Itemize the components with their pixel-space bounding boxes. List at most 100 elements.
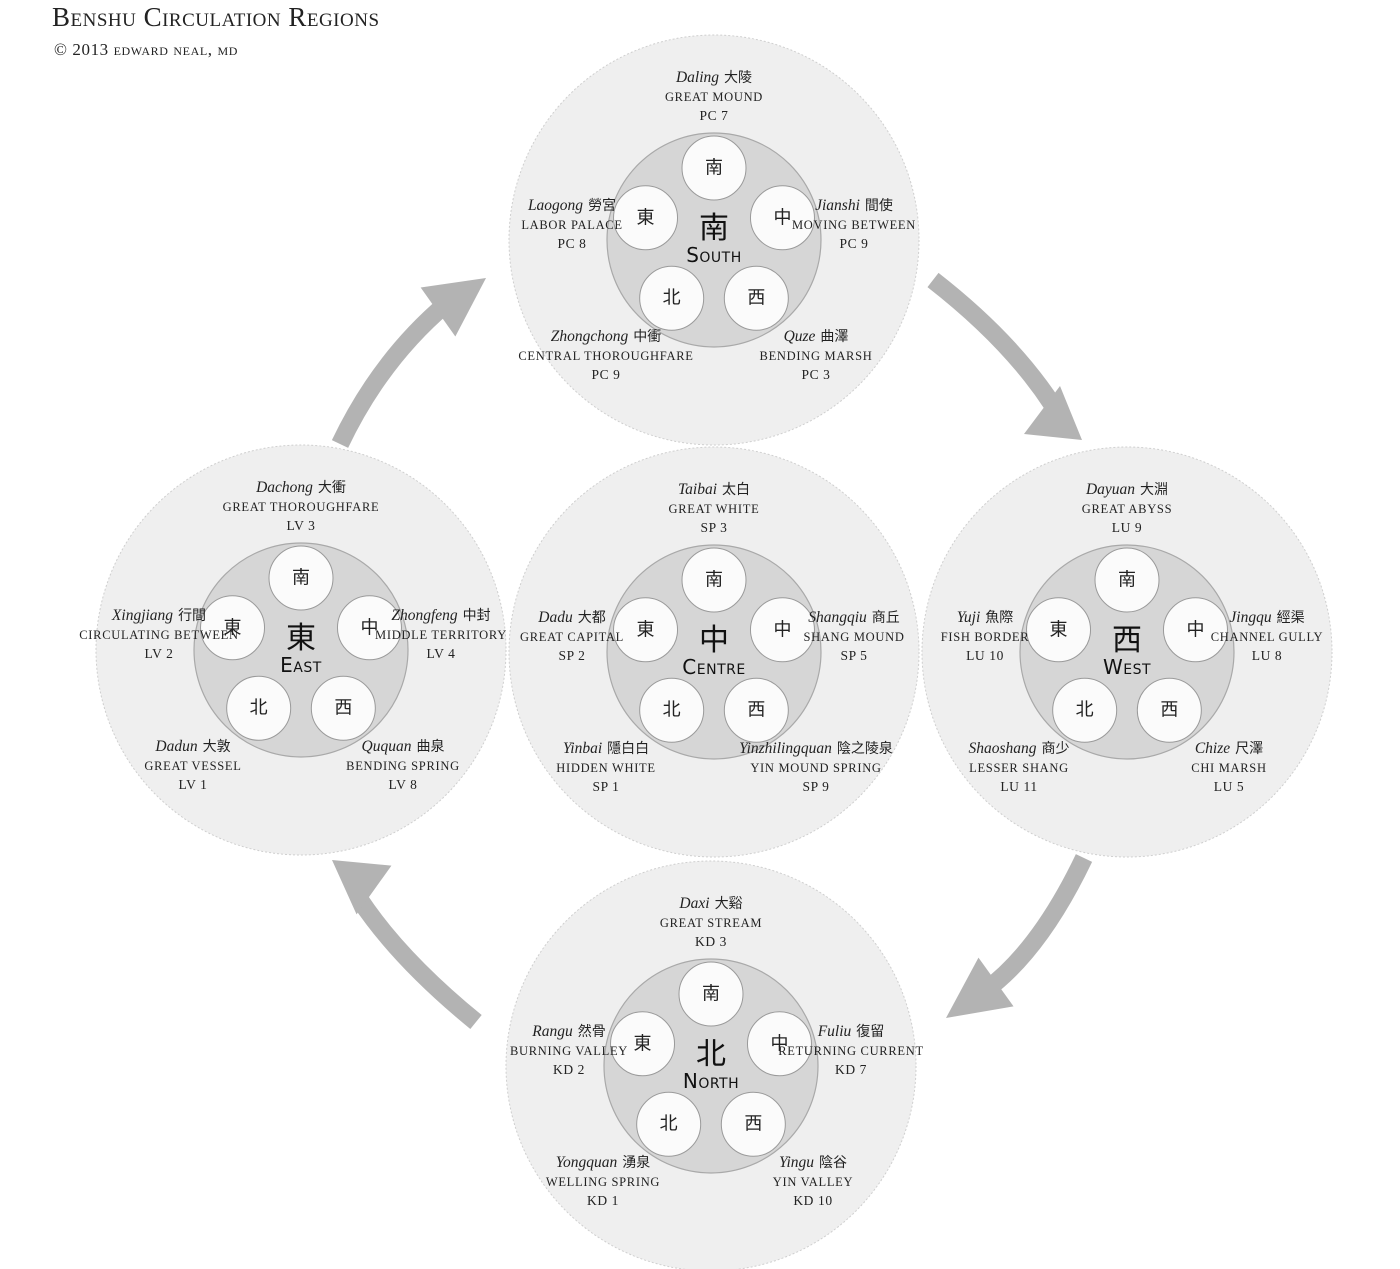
point-code: SP 1 bbox=[592, 779, 619, 794]
region-east-bead-2 bbox=[310, 675, 376, 741]
region-west-bead-char-4: 東 bbox=[1050, 619, 1068, 640]
point-code: LV 3 bbox=[286, 518, 315, 533]
point-meaning: GREAT CAPITAL bbox=[520, 630, 624, 644]
region-centre-bead-3 bbox=[639, 677, 705, 743]
point-code: LU 8 bbox=[1252, 648, 1283, 663]
region-west-bead-4 bbox=[1026, 597, 1092, 663]
region-centre-bead-char-4: 東 bbox=[637, 619, 655, 640]
region-west-bead-0 bbox=[1094, 547, 1160, 613]
point-meaning: GREAT THOROUGHFARE bbox=[223, 500, 380, 514]
region-east-center-char: 東 bbox=[286, 621, 316, 656]
point-meaning: MOVING BETWEEN bbox=[792, 218, 916, 232]
region-north-bead-char-4: 東 bbox=[634, 1033, 652, 1054]
region-south-bead-2 bbox=[723, 265, 789, 331]
arrow-east-to-south-head bbox=[420, 278, 486, 337]
point-code: SP 9 bbox=[802, 779, 829, 794]
point-code: KD 10 bbox=[793, 1193, 832, 1208]
arrow-west-to-north bbox=[980, 854, 1093, 998]
region-east-bead-1 bbox=[336, 595, 402, 661]
region-south-bead-4 bbox=[613, 185, 679, 251]
region-east-bead-0 bbox=[268, 545, 334, 611]
region-south-center-char: 南 bbox=[699, 211, 729, 246]
region-north-bead-4 bbox=[610, 1011, 676, 1077]
region-centre-center-char: 中 bbox=[699, 623, 729, 658]
point-code: PC 8 bbox=[557, 236, 586, 251]
region-centre-center-name: Centre bbox=[682, 655, 745, 679]
region-north-bead-2 bbox=[720, 1091, 786, 1157]
region-south-bead-char-4: 東 bbox=[637, 207, 655, 228]
region-west-center-name: West bbox=[1103, 655, 1151, 679]
point-meaning: CENTRAL THOROUGHFARE bbox=[518, 349, 693, 363]
region-west-bead-char-0: 南 bbox=[1118, 570, 1136, 591]
point-code: LU 11 bbox=[1000, 779, 1037, 794]
region-west-bead-3 bbox=[1052, 677, 1118, 743]
region-west-bead-2 bbox=[1136, 677, 1202, 743]
point-code: LV 2 bbox=[144, 646, 173, 661]
point-meaning: YIN MOUND SPRING bbox=[750, 761, 881, 775]
region-east-bead-char-2: 西 bbox=[334, 698, 352, 719]
point-meaning: LESSER SHANG bbox=[969, 761, 1069, 775]
region-north-bead-1 bbox=[746, 1011, 812, 1077]
point-code: SP 2 bbox=[558, 648, 585, 663]
point-meaning: HIDDEN WHITE bbox=[556, 761, 655, 775]
region-north-center-char: 北 bbox=[696, 1037, 726, 1072]
point-meaning: MIDDLE TERRITORY bbox=[375, 628, 507, 642]
arrow-north-to-east-head bbox=[332, 860, 392, 915]
region-west-bead-1 bbox=[1162, 597, 1228, 663]
point-code: PC 7 bbox=[699, 108, 728, 123]
arrow-south-to-west-head bbox=[1024, 386, 1082, 440]
point-code: PC 3 bbox=[801, 367, 830, 382]
region-north-bead-char-2: 西 bbox=[744, 1114, 762, 1135]
point-code: LV 1 bbox=[178, 777, 207, 792]
point-code: LU 10 bbox=[966, 648, 1004, 663]
region-south-bead-char-1: 中 bbox=[773, 207, 791, 228]
region-centre-bead-char-0: 南 bbox=[705, 570, 723, 591]
region-centre-bead-char-3: 北 bbox=[663, 700, 681, 721]
point-meaning: BENDING MARSH bbox=[760, 349, 873, 363]
region-south-bead-char-2: 西 bbox=[747, 288, 765, 309]
point-meaning: SHANG MOUND bbox=[803, 630, 904, 644]
point-code: LU 5 bbox=[1214, 779, 1245, 794]
point-meaning: YIN VALLEY bbox=[773, 1175, 854, 1189]
point-meaning: CHI MARSH bbox=[1191, 761, 1266, 775]
region-north-bead-char-1: 中 bbox=[770, 1033, 788, 1054]
point-meaning: BURNING VALLEY bbox=[510, 1044, 628, 1058]
region-west-bead-char-1: 中 bbox=[1186, 619, 1204, 640]
point-code: LU 9 bbox=[1112, 520, 1143, 535]
